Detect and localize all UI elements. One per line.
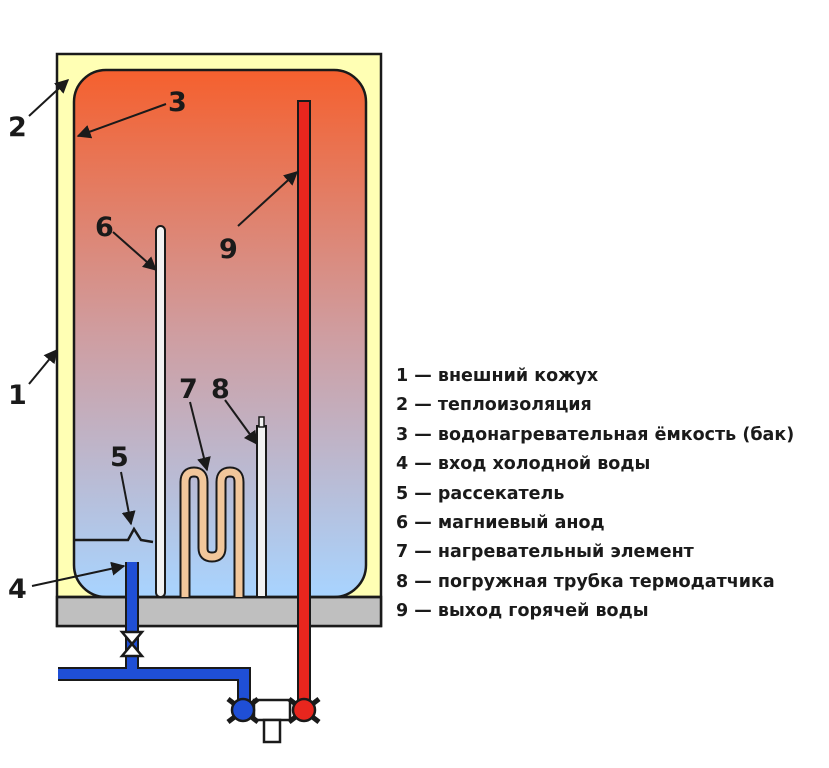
legend-item-4: 4 — вход холодной воды (396, 454, 651, 475)
callout-arrows (28, 79, 299, 587)
legend-item-6: 6 — магниевый анод (396, 512, 605, 533)
callout-3: 3 (168, 87, 187, 118)
legend: 1 — внешний кожух 2 — теплоизоляция 3 — … (396, 362, 794, 627)
legend-item-5: 5 — рассекатель (396, 483, 565, 504)
mixer-outlet (262, 718, 282, 744)
cold-pipe-valve (119, 630, 145, 658)
arrow-1 (28, 348, 58, 385)
callout-1: 1 (8, 380, 27, 411)
callout-8: 8 (211, 374, 230, 405)
cold-water-pipe-fill (58, 562, 249, 706)
magnesium-anode (155, 225, 166, 598)
hot-water-pipe (297, 100, 311, 706)
arrow-8 (224, 399, 258, 446)
heating-element-core (181, 468, 243, 597)
callout-7: 7 (179, 374, 198, 405)
hot-tap-valve (287, 697, 321, 724)
callout-5: 5 (110, 442, 129, 473)
arrow-3 (76, 103, 167, 139)
arrow-5 (120, 471, 136, 526)
callout-6: 6 (95, 212, 114, 243)
legend-item-1: 1 — внешний кожух (396, 366, 599, 386)
arrow-9 (237, 171, 299, 227)
base-plate (55, 595, 383, 628)
callout-2: 2 (8, 112, 27, 143)
callout-9: 9 (219, 234, 238, 265)
arrow-6 (112, 231, 158, 271)
legend-item-7: 7 — нагревательный элемент (396, 542, 694, 563)
thermosensor-tube (256, 425, 267, 598)
cold-tap-valve (226, 697, 260, 724)
callout-4: 4 (8, 574, 27, 605)
legend-item-2: 2 — теплоизоляция (396, 395, 592, 416)
legend-item-8: 8 — погружная трубка термодатчика (396, 571, 775, 592)
legend-item-3: 3 — водонагревательная ёмкость (бак) (396, 424, 795, 445)
thermosensor-tube-tip (258, 416, 265, 428)
mixer-body (252, 698, 292, 722)
diffuser (75, 526, 154, 544)
legend-item-9: 9 — выход горячей воды (396, 601, 649, 622)
arrow-2 (28, 79, 70, 117)
arrow-4 (31, 561, 126, 587)
arrow-7 (189, 401, 211, 472)
